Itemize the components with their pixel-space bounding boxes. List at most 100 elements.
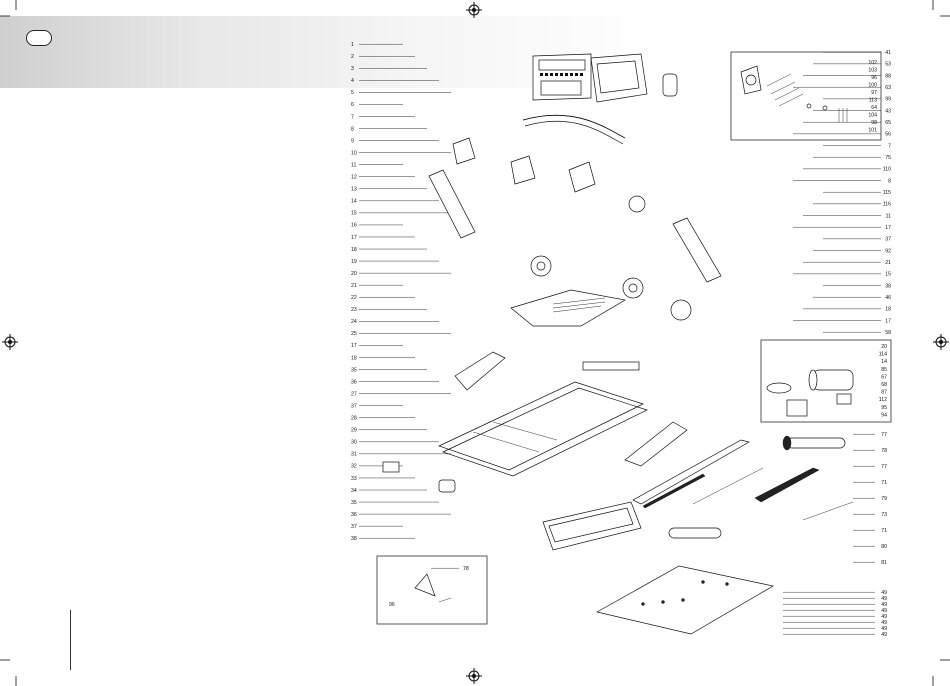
- motor-part-number-label: 114: [879, 352, 887, 358]
- motor-part-number-label: 68: [881, 382, 887, 388]
- part-number-label: 8: [351, 126, 354, 132]
- right-upright-part: [672, 217, 722, 283]
- console-part: [532, 53, 592, 101]
- part-number-label: 75: [885, 155, 891, 161]
- part-number-label: 17: [885, 318, 891, 324]
- motor-part-number-label: 95: [881, 405, 887, 411]
- part-number-label: 17: [351, 235, 357, 241]
- logo-pill-icon: [26, 30, 52, 46]
- part-number-label: 29: [351, 428, 357, 434]
- deck-part-number-label: 49: [881, 602, 887, 608]
- inset-part-number-label: 78: [463, 566, 469, 572]
- part-number-label: 9: [351, 138, 354, 144]
- roller-part-number-label: 71: [881, 528, 887, 534]
- part-number-label: 32: [351, 464, 357, 470]
- part-number-label: 22: [351, 295, 357, 301]
- part-number-label: 53: [885, 62, 891, 68]
- motor-part-number-label: 85: [881, 367, 887, 373]
- part-number-label: 56: [885, 132, 891, 138]
- part-number-label: 4: [351, 78, 354, 84]
- part-number-label: 7: [888, 143, 891, 149]
- part-number-label: 11: [886, 213, 891, 219]
- deck-box-part: [542, 501, 642, 551]
- part-number-label: 58: [885, 330, 891, 336]
- deck-board-part: [596, 565, 774, 635]
- part-number-label: 38: [885, 283, 891, 289]
- roller-part-number-label: 79: [881, 496, 887, 502]
- part-number-label: 24: [351, 319, 357, 325]
- inset-part-number-label: 96: [389, 602, 395, 608]
- part-number-label: 17: [351, 343, 357, 349]
- inset-part-number-label: 100: [868, 83, 877, 89]
- roller-part-number-label: 78: [881, 448, 887, 454]
- part-number-label: 31: [351, 452, 357, 458]
- part-number-label: 14: [351, 199, 357, 205]
- inset-box-tools: [376, 555, 488, 625]
- part-number-label: 13: [351, 187, 357, 193]
- part-number-label: 18: [351, 355, 357, 361]
- part-number-label: 15: [885, 272, 891, 278]
- part-number-label: 20: [351, 271, 357, 277]
- inset-part-number-label: 64: [871, 105, 877, 111]
- motor-part-number-label: 87: [881, 390, 887, 396]
- part-number-label: 63: [885, 85, 891, 91]
- motor-part-number-label: 67: [881, 374, 887, 380]
- roller-part-number-label: 77: [881, 432, 887, 438]
- part-number-label: 5: [351, 90, 354, 96]
- part-number-label: 99: [885, 97, 891, 103]
- part-number-label: 21: [351, 283, 357, 289]
- part-number-label: 25: [351, 331, 357, 337]
- part-number-label: 2: [351, 54, 354, 60]
- left-upright-part: [428, 169, 476, 239]
- motor-part-number-label: 20: [881, 344, 887, 350]
- part-number-label: 8: [888, 178, 891, 184]
- part-number-label: 37: [885, 237, 891, 243]
- margin-rule: [70, 610, 71, 670]
- part-number-label: 110: [883, 167, 891, 173]
- left-side-rail-part: [454, 351, 506, 391]
- registration-mark-icon: [2, 334, 18, 350]
- inset-part-number-label: 113: [869, 98, 877, 104]
- part-number-label: 28: [351, 416, 357, 422]
- deck-part-number-label: 49: [881, 608, 887, 614]
- roller-part: [668, 435, 846, 539]
- right-label-column: 4153886399436556775110811511611173792211…: [389, 50, 891, 638]
- inset-box-motor: [760, 339, 892, 423]
- side-covers-part: [452, 137, 692, 321]
- handlebar-part: [522, 114, 626, 145]
- inset-part-number-label: 97: [871, 90, 877, 96]
- inset-part-number-label: 101: [868, 128, 877, 134]
- part-number-label: 88: [885, 73, 891, 79]
- part-number-label: 92: [885, 248, 891, 254]
- motor-part: [766, 369, 854, 417]
- part-number-label: 27: [351, 391, 357, 397]
- right-side-rail-part: [624, 421, 688, 467]
- deck-part-number-label: 49: [881, 626, 887, 632]
- part-number-label: 41: [885, 50, 891, 56]
- part-number-label: 17: [885, 225, 891, 231]
- roller-part-number-label: 73: [881, 512, 887, 518]
- part-number-label: 35: [351, 367, 357, 373]
- part-number-label: 36: [351, 512, 357, 518]
- part-number-label: 19: [351, 259, 357, 265]
- registration-mark-icon: [466, 668, 482, 684]
- part-number-label: 15: [351, 211, 357, 217]
- inset-hardware-part: [740, 65, 848, 122]
- part-number-label: 38: [351, 536, 357, 542]
- inset-part-number-label: 103: [868, 68, 877, 74]
- feet-part: [382, 461, 456, 493]
- part-number-label: 23: [351, 307, 357, 313]
- part-number-label: 21: [885, 260, 891, 266]
- tool-part: [414, 573, 452, 603]
- roller-part-number-label: 80: [881, 544, 887, 550]
- part-number-label: 37: [351, 524, 357, 530]
- part-number-label: 35: [351, 500, 357, 506]
- part-number-label: 116: [883, 202, 891, 208]
- roller-part-number-label: 77: [881, 464, 887, 470]
- deck-part-number-label: 49: [881, 590, 887, 596]
- part-number-label: 46: [885, 295, 891, 301]
- part-number-label: 16: [351, 223, 357, 229]
- deck-part-number-label: 49: [881, 596, 887, 602]
- part-number-label: 3: [351, 66, 354, 72]
